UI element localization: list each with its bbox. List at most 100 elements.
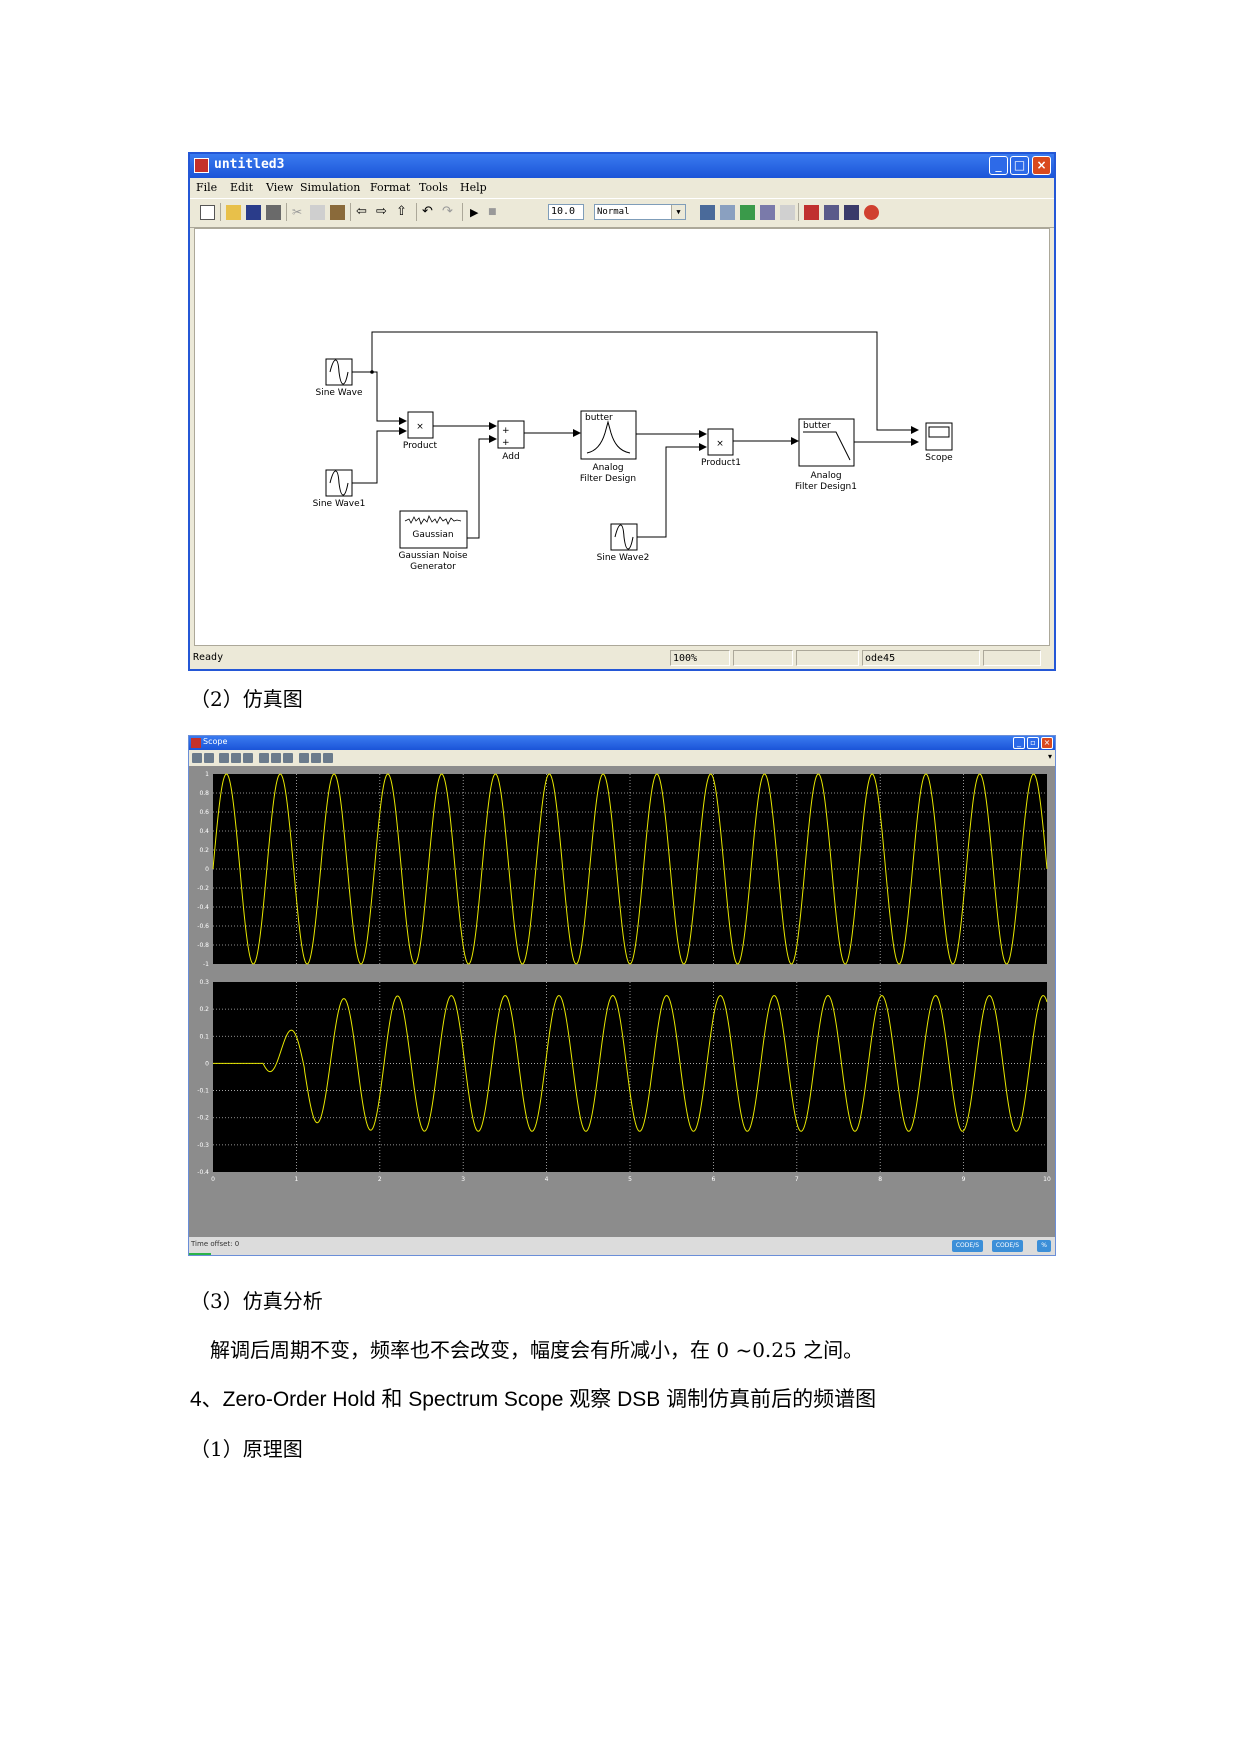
add-block[interactable] xyxy=(497,420,525,449)
simulation-mode-select[interactable]: Normal ▼ xyxy=(594,204,686,220)
toggle-browser-icon[interactable] xyxy=(780,205,795,220)
y-tick-label: 0.6 xyxy=(199,809,209,816)
lock-axes-icon[interactable] xyxy=(311,753,321,763)
scope-plots: 10.80.60.40.20-0.2-0.4-0.6-0.8-10.30.20.… xyxy=(197,771,1051,1183)
back-icon[interactable]: ⇦ xyxy=(356,204,367,219)
maximize-button[interactable]: □ xyxy=(1010,156,1029,175)
x-tick-label: 10 xyxy=(1043,1176,1051,1183)
caption-simulation-figure: （2）仿真图 xyxy=(190,687,303,711)
add-input-sign-1: + xyxy=(502,426,510,436)
y-tick-label: -0.3 xyxy=(197,1142,209,1149)
zoom-y-icon[interactable] xyxy=(243,753,253,763)
start-simulation-icon[interactable]: ▶ xyxy=(470,206,479,219)
menu-edit[interactable]: Edit xyxy=(230,181,254,194)
y-tick-label: 1 xyxy=(205,771,209,778)
signal-trace-1 xyxy=(212,773,1048,965)
status-ready: Ready xyxy=(193,652,224,663)
caption-schematic: （1）原理图 xyxy=(190,1437,303,1461)
parameters-icon[interactable] xyxy=(204,753,214,763)
x-tick-label: 9 xyxy=(962,1176,966,1183)
menu-tools[interactable]: Tools xyxy=(419,181,448,194)
stop-simulation-icon[interactable]: ■ xyxy=(488,207,497,217)
forward-icon[interactable]: ⇨ xyxy=(376,204,387,219)
section-heading-4: 4、Zero-Order Hold 和 Spectrum Scope 观察 DS… xyxy=(190,1388,877,1411)
toolbar: ✂ ⇦ ⇨ ⇧ ↶ ↷ ▶ ■ 10.0 Normal ▼ xyxy=(190,198,1054,228)
library-browser-icon[interactable] xyxy=(760,205,775,220)
scope-titlebar[interactable]: Scope _ ▫ × xyxy=(189,736,1055,750)
minimize-button[interactable]: _ xyxy=(989,156,1008,175)
redo-icon[interactable]: ↷ xyxy=(442,204,453,219)
menu-file[interactable]: File xyxy=(196,181,218,194)
profiler-icon[interactable] xyxy=(844,205,859,220)
save-axes-icon[interactable] xyxy=(271,753,281,763)
scope-minimize-button[interactable]: _ xyxy=(1013,737,1025,749)
undo-icon[interactable]: ↶ xyxy=(422,204,433,219)
floating-scope-icon[interactable] xyxy=(299,753,309,763)
analog-filter1-block[interactable] xyxy=(798,418,855,467)
status-zoom: 100% xyxy=(670,650,730,666)
scope-close-button[interactable]: × xyxy=(1041,737,1053,749)
help-icon[interactable] xyxy=(864,205,879,220)
print-icon[interactable] xyxy=(192,753,202,763)
sine-wave-label: Sine Wave xyxy=(315,388,362,398)
scope-toolbar: ▾ xyxy=(189,750,1055,767)
print-icon[interactable] xyxy=(266,205,281,220)
model-advisor-icon[interactable] xyxy=(824,205,839,220)
analog-filter-label-1: Analog xyxy=(592,463,623,473)
save-icon[interactable] xyxy=(246,205,261,220)
time-offset: Time offset: 0 xyxy=(191,1240,240,1248)
cut-icon[interactable]: ✂ xyxy=(292,205,303,219)
menu-format[interactable]: Format xyxy=(370,181,411,194)
refresh-icon[interactable] xyxy=(740,205,755,220)
status-empty-3 xyxy=(983,650,1041,666)
y-tick-label: 0.2 xyxy=(199,1006,209,1013)
status-empty-2 xyxy=(796,650,859,666)
analog-filter-block[interactable] xyxy=(580,410,637,460)
scope-app-icon xyxy=(191,738,201,748)
y-tick-label: 0.4 xyxy=(199,828,209,835)
paste-icon[interactable] xyxy=(330,205,345,220)
copy-icon[interactable] xyxy=(310,205,325,220)
x-tick-label: 1 xyxy=(294,1176,298,1183)
x-tick-label: 2 xyxy=(378,1176,382,1183)
y-tick-label: 0 xyxy=(205,866,209,873)
x-tick-label: 0 xyxy=(211,1176,215,1183)
debug-icon[interactable] xyxy=(804,205,819,220)
window-titlebar[interactable]: untitled3 _ □ × xyxy=(190,154,1054,178)
menu-help[interactable]: Help xyxy=(460,181,487,194)
menu-simulation[interactable]: Simulation xyxy=(300,181,361,194)
autoscale-icon[interactable] xyxy=(259,753,269,763)
gaussian-noise-label-2: Generator xyxy=(410,562,456,572)
model-canvas[interactable]: Sine Wave Sine Wave1 × Product + + Add G… xyxy=(194,228,1050,646)
analog-filter1-inner-label: butter xyxy=(803,421,831,431)
restore-axes-icon[interactable] xyxy=(283,753,293,763)
zoom-x-icon[interactable] xyxy=(231,753,241,763)
chevron-down-icon[interactable]: ▾ xyxy=(1047,752,1052,761)
scope-block[interactable] xyxy=(925,422,953,451)
sine-wave2-block[interactable] xyxy=(610,523,638,551)
sine-wave-block[interactable] xyxy=(325,358,353,386)
gaussian-noise-block[interactable] xyxy=(399,510,468,549)
sine-wave2-label: Sine Wave2 xyxy=(597,553,650,563)
new-model-icon[interactable] xyxy=(200,205,215,220)
y-tick-label: -0.1 xyxy=(197,1088,209,1095)
sine-wave1-block[interactable] xyxy=(325,469,353,497)
model-explorer-icon[interactable] xyxy=(720,205,735,220)
incremental-build-icon[interactable] xyxy=(700,205,715,220)
scope-restore-button[interactable]: ▫ xyxy=(1027,737,1039,749)
product1-block[interactable] xyxy=(707,428,734,456)
up-icon[interactable]: ⇧ xyxy=(396,204,407,219)
chevron-down-icon[interactable]: ▼ xyxy=(671,205,685,219)
analog-filter1-label-2: Filter Design1 xyxy=(795,482,857,492)
status-bar: Ready 100% ode45 xyxy=(190,648,1054,669)
close-button[interactable]: × xyxy=(1032,156,1051,175)
open-icon[interactable] xyxy=(226,205,241,220)
progress-indicator xyxy=(189,1253,211,1255)
x-tick-label: 5 xyxy=(628,1176,632,1183)
signal-selection-icon[interactable] xyxy=(323,753,333,763)
zoom-in-icon[interactable] xyxy=(219,753,229,763)
stop-time-input[interactable]: 10.0 xyxy=(548,204,584,220)
product-block[interactable] xyxy=(407,411,434,439)
y-tick-label: -0.6 xyxy=(197,923,209,930)
menu-view[interactable]: View xyxy=(266,181,294,194)
